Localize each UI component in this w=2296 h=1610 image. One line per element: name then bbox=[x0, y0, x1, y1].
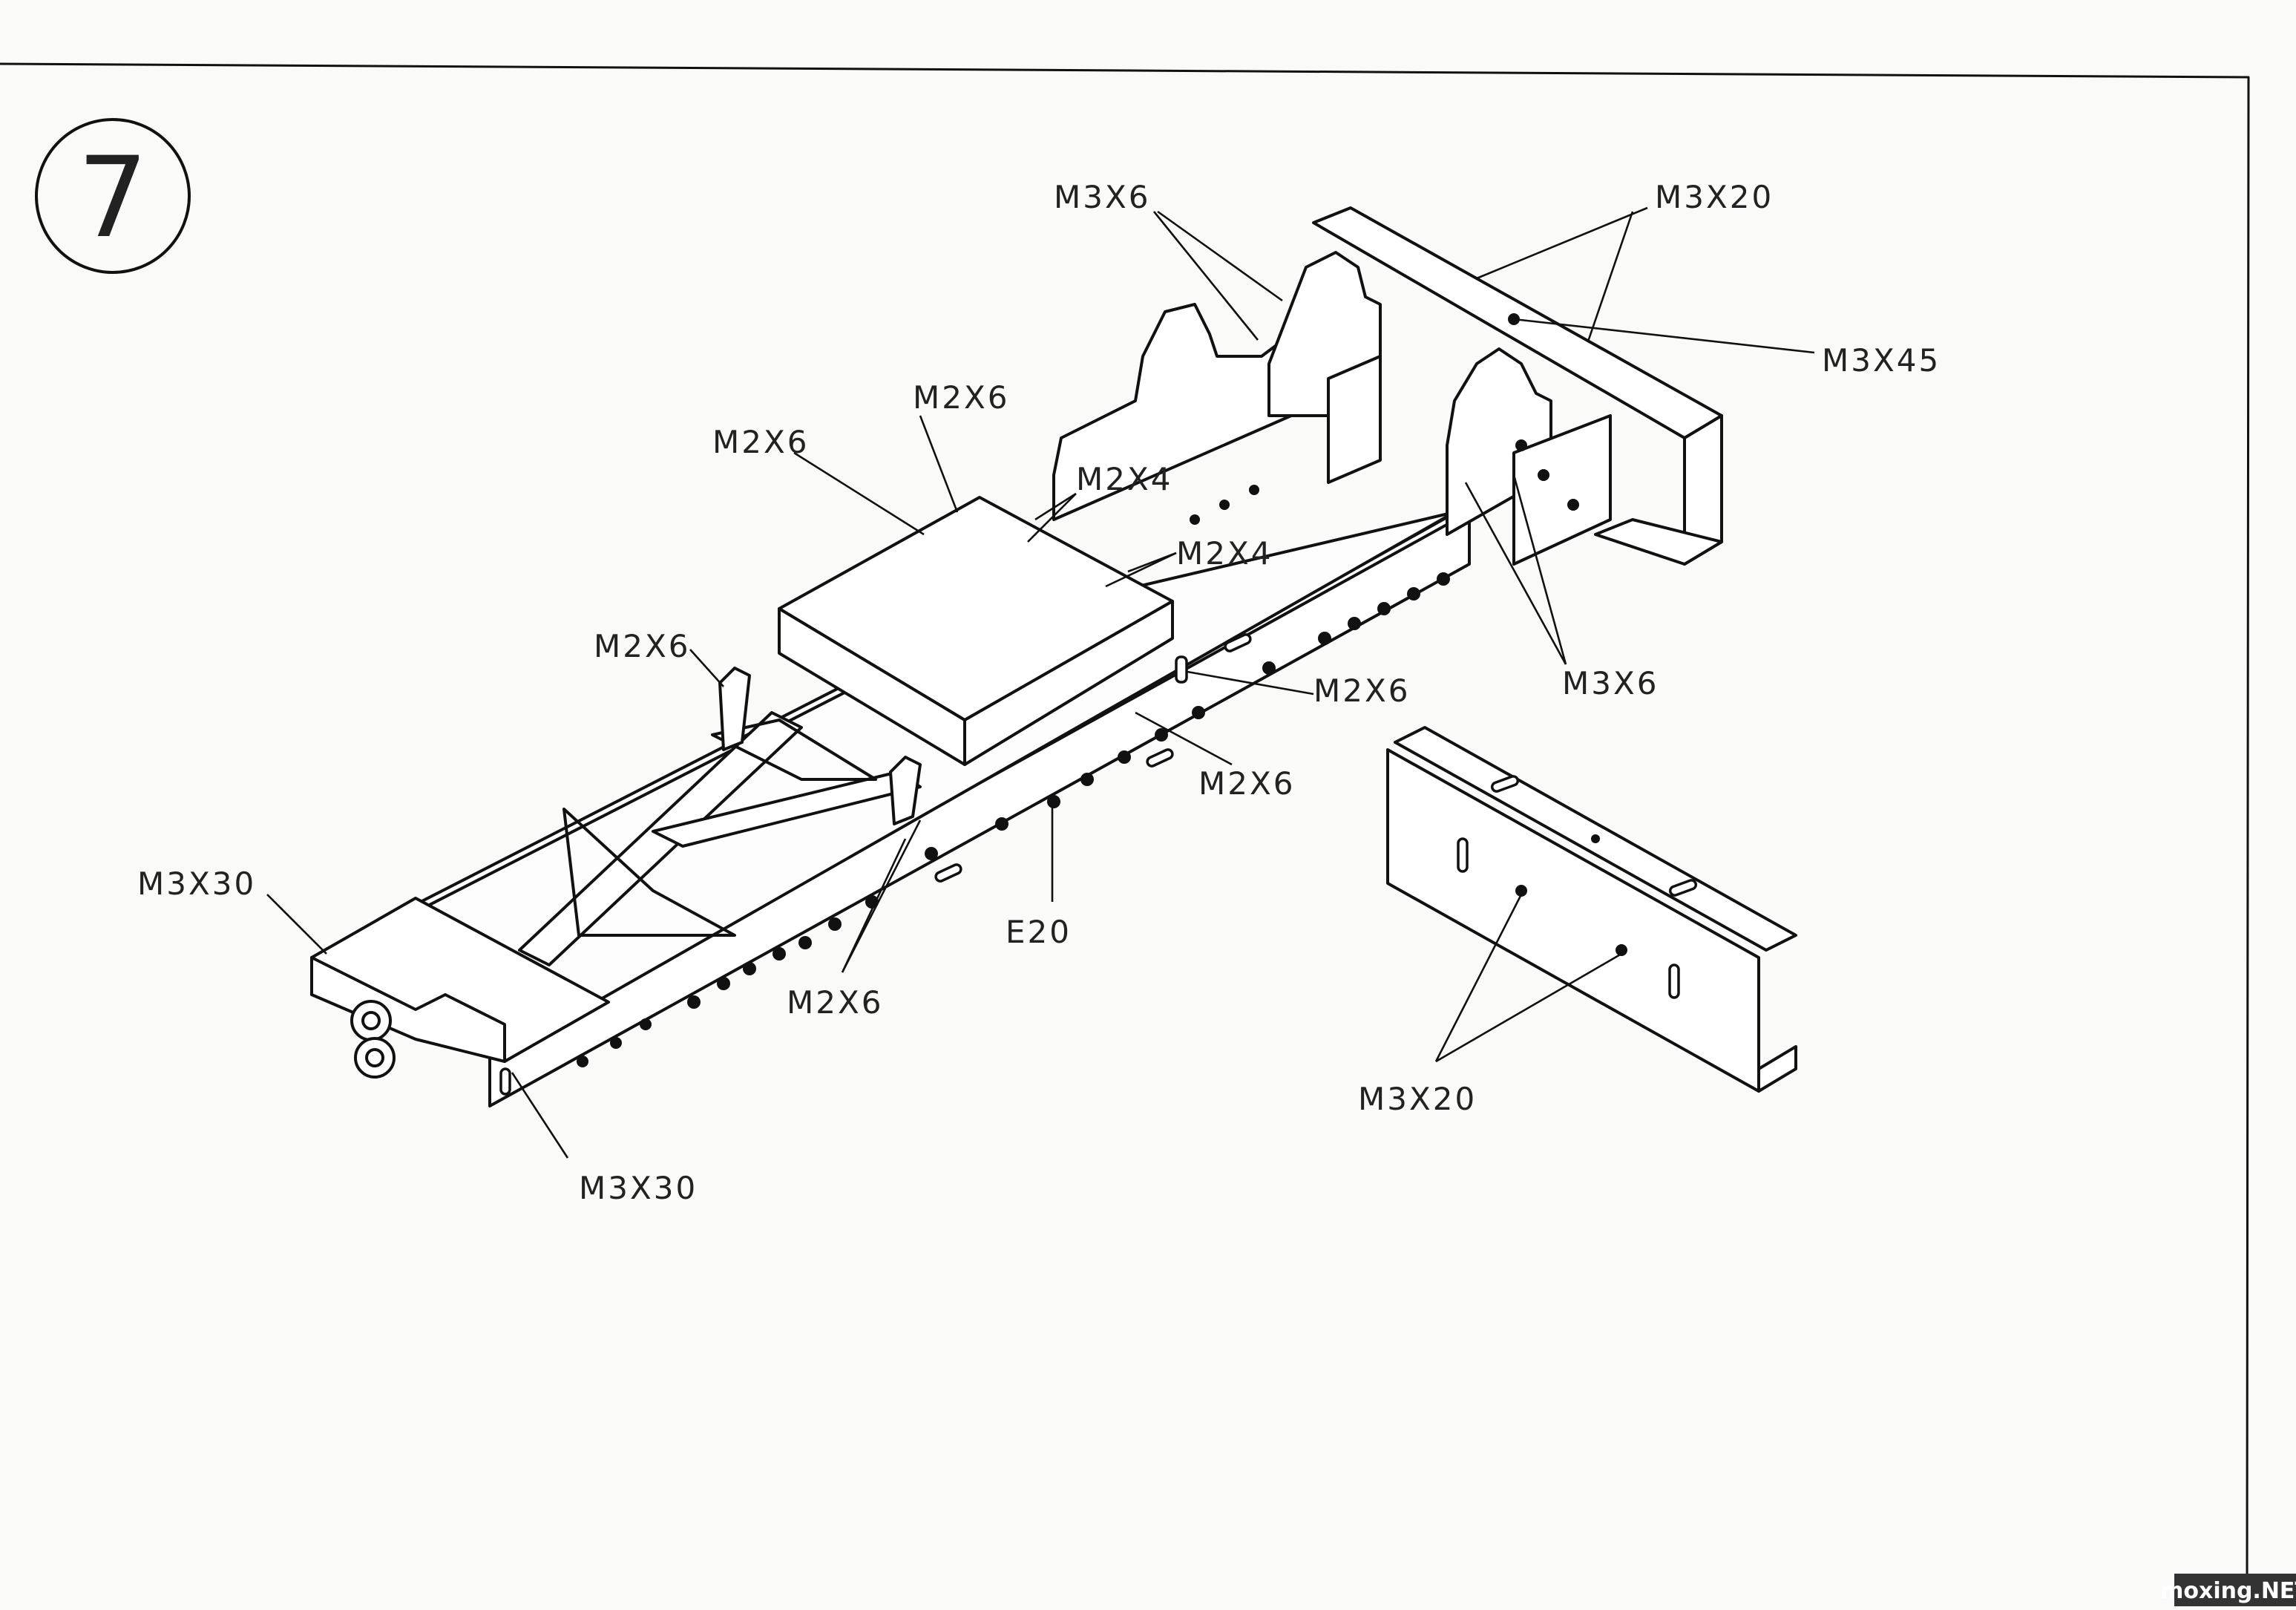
callout-m2x4-a: M2X4 bbox=[1076, 461, 1172, 497]
callout-m2x6-c: M2X6 bbox=[594, 628, 690, 664]
callout-m3x20-bottom: M3X20 bbox=[1358, 1081, 1477, 1117]
callout-m2x6-e: M2X6 bbox=[1198, 765, 1295, 802]
step-number-badge: 7 bbox=[35, 118, 191, 274]
rail-holes bbox=[577, 313, 1579, 1067]
rail-slots bbox=[499, 633, 1252, 1096]
callout-labels: M3X6 M3X20 M3X45 M2X6 M2X6 M2X4 M2X4 M2X… bbox=[137, 179, 1941, 1206]
x-brace-right bbox=[652, 770, 922, 848]
callout-m3x6-right: M3X6 bbox=[1562, 665, 1659, 701]
callout-m2x6-d: M2X6 bbox=[1313, 673, 1410, 709]
callout-e20: E20 bbox=[1006, 914, 1072, 950]
tow-eye-lower bbox=[354, 1037, 396, 1079]
callout-m2x6-b: M2X6 bbox=[712, 424, 809, 460]
spare-crossmember bbox=[1386, 726, 1797, 1093]
tow-eye-upper bbox=[350, 1000, 392, 1041]
chassis-frame bbox=[310, 206, 1723, 1107]
callout-m3x45: M3X45 bbox=[1822, 342, 1941, 379]
front-crossmember bbox=[1512, 414, 1612, 566]
tow-plate bbox=[310, 956, 506, 1063]
step-number: 7 bbox=[77, 134, 148, 263]
sheet-border bbox=[0, 62, 2250, 1590]
battery-box-side bbox=[963, 600, 1174, 766]
brace-upright-left bbox=[718, 667, 751, 751]
callout-m3x30-bottom: M3X30 bbox=[579, 1170, 698, 1206]
c-channel-bottom bbox=[1757, 1045, 1797, 1093]
x-brace-left bbox=[518, 711, 803, 966]
leader-lines bbox=[266, 206, 1815, 1159]
watermark-text: moxing.NET bbox=[2160, 1578, 2296, 1604]
callout-m2x6-a: M2X6 bbox=[913, 379, 1009, 416]
callout-m3x20-top: M3X20 bbox=[1655, 179, 1774, 215]
hanger-plate-inner bbox=[1327, 355, 1382, 484]
callout-m3x6-top: M3X6 bbox=[1054, 179, 1150, 215]
callout-m3x30-left: M3X30 bbox=[137, 865, 256, 902]
c-channel-web bbox=[1386, 748, 1760, 1093]
watermark: moxing.NET bbox=[2160, 1574, 2296, 1606]
callout-m2x4-b: M2X4 bbox=[1176, 535, 1273, 572]
front-bumper-bottom bbox=[1594, 518, 1723, 566]
callout-m2x6-f: M2X6 bbox=[787, 984, 883, 1021]
brace-upright-right bbox=[889, 756, 922, 825]
